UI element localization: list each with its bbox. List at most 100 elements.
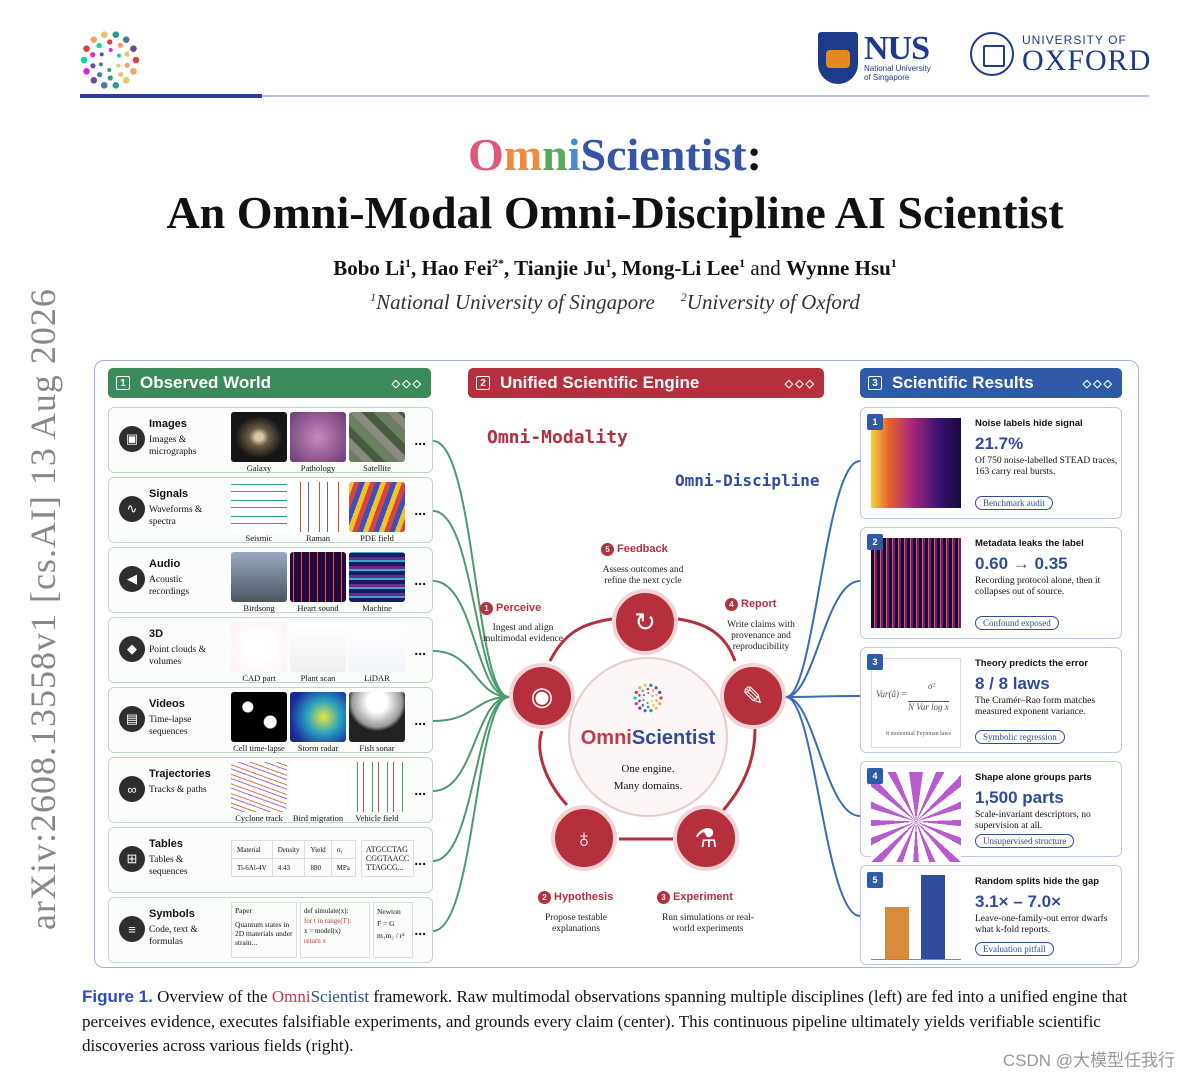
flow-arrow: [785, 580, 861, 698]
result-tag[interactable]: Confound exposed: [975, 616, 1059, 630]
nus-line2: of Singapore: [864, 73, 910, 82]
result-tag[interactable]: Evaluation pitfall: [975, 942, 1054, 956]
more-indicator: ...: [414, 642, 426, 658]
caption-post: framework. Raw multimodal observations s…: [82, 987, 1128, 1055]
paper-title: OmniScientist:: [0, 128, 1183, 181]
row-title: 3D: [149, 628, 164, 640]
report-stage-icon: ✎: [720, 663, 786, 729]
result-visual: [871, 538, 961, 628]
result-visual: [871, 418, 961, 508]
title-colon: :: [746, 129, 762, 180]
flow-arrow: [432, 696, 510, 862]
result-number: 3: [867, 654, 883, 670]
result-title: Random splits hide the gap: [975, 876, 1100, 887]
thumbnail: [349, 762, 405, 812]
title-omni: Omni: [468, 129, 580, 180]
thumbnail: [231, 412, 287, 462]
report-desc: Write claims with provenance and reprodu…: [727, 620, 795, 652]
more-indicator: ...: [414, 572, 426, 588]
result-desc: Leave-one-family-out error dwarfs what k…: [975, 914, 1108, 935]
title-omni-letter: m: [503, 129, 543, 180]
result-value: 0.60 → 0.35: [975, 554, 1068, 573]
row-subtitle: Point clouds & volumes: [149, 645, 207, 667]
feedback-desc: Assess outcomes and refine the next cycl…: [602, 565, 684, 586]
row-title: Trajectories: [149, 768, 211, 780]
result-value: 8 / 8 laws: [975, 674, 1050, 693]
thumbnail: [290, 412, 346, 462]
title-omni-letter: i: [567, 129, 581, 180]
thumbnail: [231, 482, 287, 532]
thumbnail: [231, 552, 287, 602]
flow-arrow: [432, 696, 510, 722]
result-visual: [871, 872, 961, 960]
thumbnail-label: Plant scan: [300, 673, 336, 683]
flow-arrow: [548, 617, 613, 662]
thumbnail: [290, 482, 346, 532]
hypothesis-stage-icon: ♁: [551, 805, 617, 871]
result-number: 1: [867, 414, 883, 430]
thumbnail: [349, 622, 405, 672]
author-list: Bobo Li1, Hao Fei2*, Tianjie Ju1, Mong-L…: [333, 256, 897, 280]
thumbnail: [231, 622, 287, 672]
figure-caption: Figure 1. Overview of the OmniScientist …: [82, 985, 1154, 1059]
result-desc: Scale-invariant descriptors, no supervis…: [975, 810, 1091, 831]
flow-arrow: [785, 696, 861, 917]
flow-arrow: [432, 440, 510, 698]
thumbnail: [231, 762, 287, 812]
flow-arrow: [538, 730, 569, 807]
row-subtitle: Tracks & paths: [149, 785, 207, 795]
more-indicator: ...: [414, 502, 426, 518]
thumbnail-label: Birdsong: [243, 603, 275, 613]
engine-core: [568, 657, 728, 817]
thumbnail: [231, 692, 287, 742]
tables-icon: ⊞: [119, 846, 145, 872]
videos-icon: ▤: [119, 706, 145, 732]
thumbnail-label: Galaxy: [246, 463, 272, 473]
result-number: 5: [867, 872, 883, 888]
row-title: Symbols: [149, 908, 195, 920]
omni-discipline-label: Omni-Discipline: [675, 471, 820, 490]
thumbnail-label: Heart sound: [297, 603, 339, 613]
thumbnail: [290, 552, 346, 602]
thumbnail-label: Seismic: [245, 533, 273, 543]
result-bar: [885, 906, 909, 959]
more-indicator: ...: [414, 852, 426, 868]
formula-part: N Var log x: [908, 701, 949, 712]
author: Hao Fei2*: [421, 256, 505, 280]
flow-arrow: [432, 650, 510, 698]
row-title: Tables: [149, 838, 184, 850]
result-desc: Of 750 noise-labelled STEAD traces, 163 …: [975, 456, 1118, 477]
flow-arrow: [677, 617, 737, 662]
row-title: Audio: [149, 558, 181, 570]
thumbnail-label: Vehicle field: [355, 813, 399, 823]
result-value: 1,500 parts: [975, 788, 1064, 807]
col-num: 3: [868, 376, 882, 390]
result-tag[interactable]: Unsupervised structure: [975, 834, 1075, 848]
more-indicator: ...: [414, 712, 426, 728]
result-tag[interactable]: Symbolic regression: [975, 730, 1065, 744]
row-subtitle: Time-lapse sequences: [149, 715, 192, 737]
thumbnail-label: Fish sonar: [359, 743, 395, 753]
row-subtitle: Acoustic recordings: [149, 575, 190, 597]
caption-pre: Overview of the: [152, 987, 272, 1006]
header-rule-accent: [80, 94, 262, 98]
col-title: Unified Scientific Engine: [500, 373, 700, 392]
thumbnail: [349, 692, 405, 742]
row-subtitle: Images & micrographs: [149, 435, 197, 457]
more-indicator: ...: [414, 922, 426, 938]
result-tag[interactable]: Benchmark audit: [975, 496, 1053, 510]
affiliation: 2University of Oxford: [680, 290, 860, 314]
result-title: Theory predicts the error: [975, 658, 1088, 669]
omni-modality-label: Omni-Modality: [487, 427, 628, 448]
result-number: 2: [867, 534, 883, 550]
result-value: 3.1× – 7.0×: [975, 892, 1062, 911]
row-subtitle: Code, text & formulas: [149, 925, 198, 947]
